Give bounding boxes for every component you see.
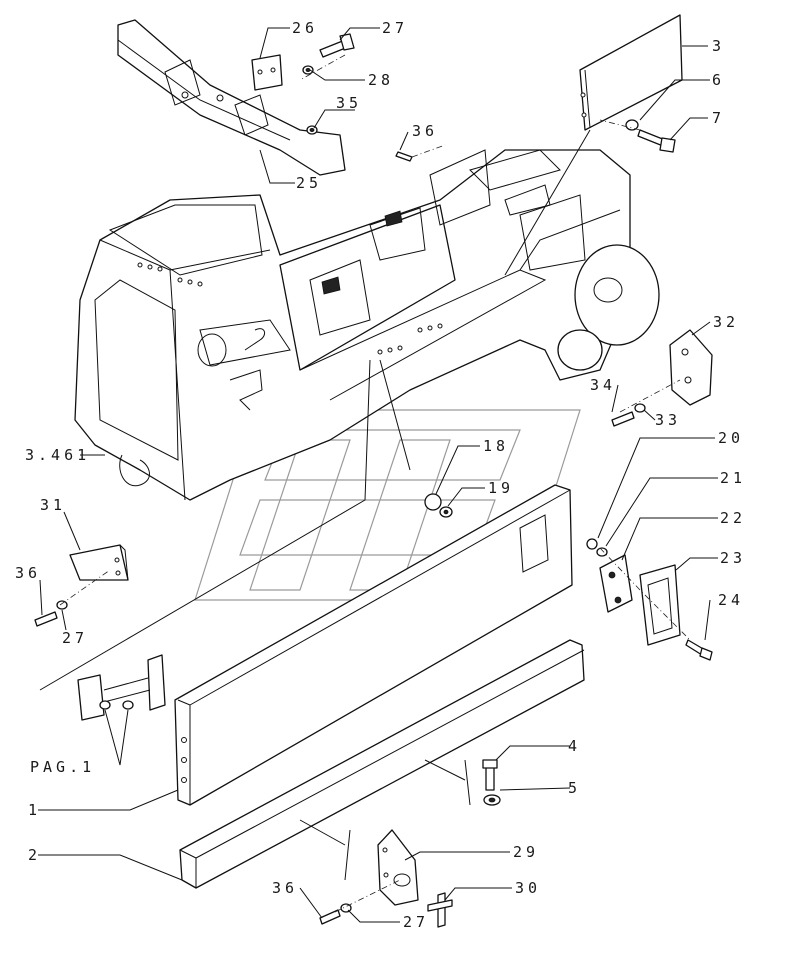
part-1-side-panel	[174, 484, 573, 806]
part-6-washer	[625, 119, 639, 131]
part-21-washer	[596, 547, 608, 557]
part-24-bolt	[685, 639, 713, 661]
part-32-bracket	[669, 329, 713, 406]
callout-27-top: 27	[382, 19, 408, 37]
callout-7: 7	[712, 109, 725, 127]
callout-29: 29	[513, 843, 539, 861]
callout-5: 5	[568, 779, 581, 797]
assembly-centerlines	[39, 54, 691, 913]
part-23-handle	[639, 564, 681, 646]
callout-labels: 1 2 3 4 5 6 7 18 19 20 21 22 23 24 25 26…	[15, 19, 746, 931]
callout-6: 6	[712, 71, 725, 89]
callout-4: 4	[568, 737, 581, 755]
leader-lines	[38, 27, 718, 923]
part-27-bolt-top	[319, 33, 355, 58]
callout-33: 33	[655, 411, 681, 429]
part-18-nut	[424, 493, 442, 511]
part-36-bolt-bottom	[319, 909, 341, 925]
callout-20: 20	[718, 429, 744, 447]
part-33-washer	[634, 403, 646, 413]
callout-31: 31	[40, 496, 66, 514]
callout-36-top: 36	[412, 122, 438, 140]
part-20-nut	[586, 538, 598, 550]
main-frame	[74, 149, 660, 501]
part-25-bracket-bar	[117, 19, 346, 176]
part-29-bracket	[377, 829, 419, 906]
callout-21: 21	[720, 469, 746, 487]
part-30-pin	[427, 892, 453, 928]
part-7-bolt	[637, 129, 676, 153]
callout-23: 23	[720, 549, 746, 567]
callout-22: 22	[720, 509, 746, 527]
callout-35: 35	[336, 94, 362, 112]
callout-28: 28	[368, 71, 394, 89]
part-27-washer-left	[56, 600, 68, 610]
callout-3: 3	[712, 37, 725, 55]
part-34-bolt	[611, 411, 635, 427]
callout-pag-1: PAG.1	[30, 758, 95, 776]
callout-2: 2	[28, 846, 41, 864]
part-22-plate	[599, 554, 633, 613]
part-4-bolt	[482, 759, 498, 791]
part-3-block	[579, 14, 683, 131]
callout-18: 18	[483, 437, 509, 455]
part-35-washer	[306, 125, 318, 135]
callout-24: 24	[718, 591, 744, 609]
hinge-assembly	[77, 654, 166, 721]
callout-36-left: 36	[15, 564, 41, 582]
callout-1: 1	[28, 801, 41, 819]
callout-26: 26	[292, 19, 318, 37]
part-36-bolt-left	[34, 611, 58, 627]
part-5-washer	[483, 794, 501, 806]
part-36-bolt-top	[395, 151, 413, 162]
part-28-washer	[302, 65, 314, 75]
callout-36-bottom: 36	[272, 879, 298, 897]
callout-27-bottom: 27	[403, 913, 429, 931]
part-19-washer	[439, 506, 453, 518]
callout-19: 19	[488, 479, 514, 497]
part-31-bracket	[69, 544, 129, 581]
callout-34: 34	[590, 376, 616, 394]
callout-30: 30	[515, 879, 541, 897]
callout-32: 32	[713, 313, 739, 331]
part-26-plate	[251, 54, 283, 91]
callout-25: 25	[296, 174, 322, 192]
callout-27-left: 27	[62, 629, 88, 647]
callout-3-461: 3.461	[25, 446, 90, 464]
